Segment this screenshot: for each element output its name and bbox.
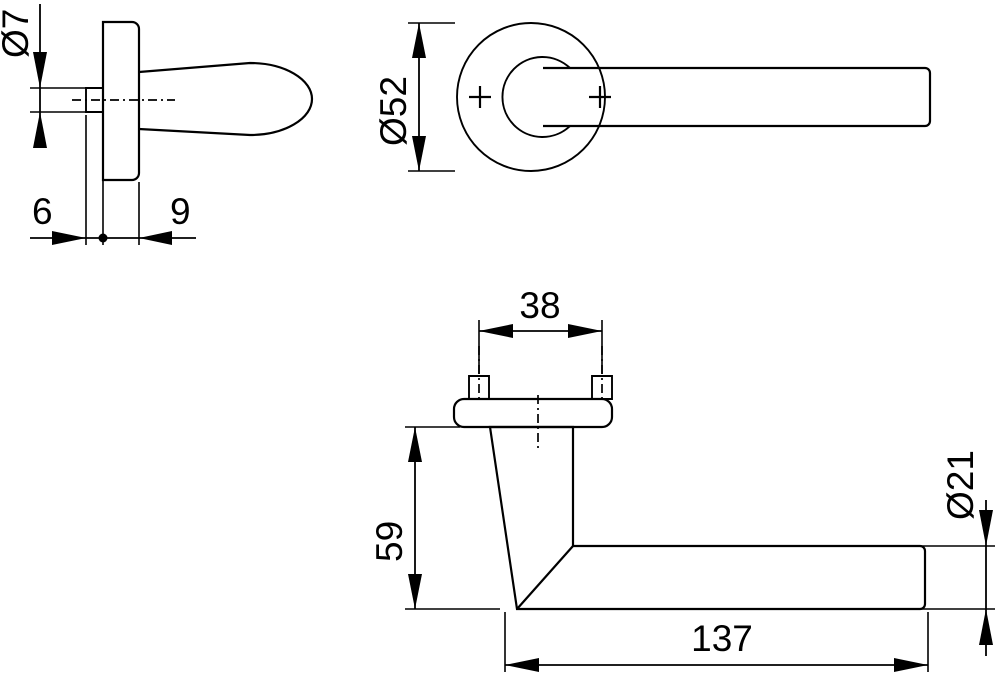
lever-neck-and-grip-body <box>488 425 927 611</box>
dia21-arrow-top <box>979 510 993 546</box>
dim-label-dia21: Ø21 <box>940 450 981 520</box>
dia7-arrow-bottom <box>33 112 47 148</box>
dim-label-38: 38 <box>519 285 560 326</box>
dim59-arrow-bottom <box>408 574 422 609</box>
lever-arm-plan-body <box>543 66 932 128</box>
dim-label-9: 9 <box>170 191 191 232</box>
dim59-arrow-top <box>408 427 422 462</box>
dim-label-dia7: Ø7 <box>0 9 36 58</box>
dia52-arrow-top <box>412 23 426 58</box>
dim9-arrow <box>139 231 172 245</box>
rose-plate-elevation <box>452 397 614 429</box>
spindle-center-cross-icon <box>589 86 611 108</box>
dim38-arrow-right <box>568 324 602 338</box>
lever-elevation-view: 38 59 137 Ø21 <box>369 285 995 672</box>
dim137-arrow-left <box>505 658 539 672</box>
dim38-arrow-left <box>479 324 513 338</box>
dim6-arrow <box>52 231 86 245</box>
screw-post-right <box>591 375 613 400</box>
dim-label-59: 59 <box>369 521 410 562</box>
rose-inner-neck-arc <box>501 56 571 138</box>
dim137-arrow-right <box>894 658 928 672</box>
rose-center-cross-icon <box>469 86 491 108</box>
dim-label-dia52: Ø52 <box>373 76 414 146</box>
dia7-arrow-top <box>33 52 47 88</box>
dim-label-6: 6 <box>32 191 53 232</box>
dia52-arrow-bottom <box>412 136 426 171</box>
lever-end-tapered-body <box>138 61 314 137</box>
lever-neck-fold-line <box>516 545 574 610</box>
rose-plan-view: Ø52 <box>373 22 932 172</box>
screw-post-left <box>468 375 490 400</box>
dia21-arrow-bottom <box>979 609 993 645</box>
rose-plate-side-profile <box>101 20 141 182</box>
dim-label-137: 137 <box>691 618 753 659</box>
side-section-view: Ø7 6 9 <box>0 4 314 245</box>
dim69-center-dot <box>98 233 108 243</box>
